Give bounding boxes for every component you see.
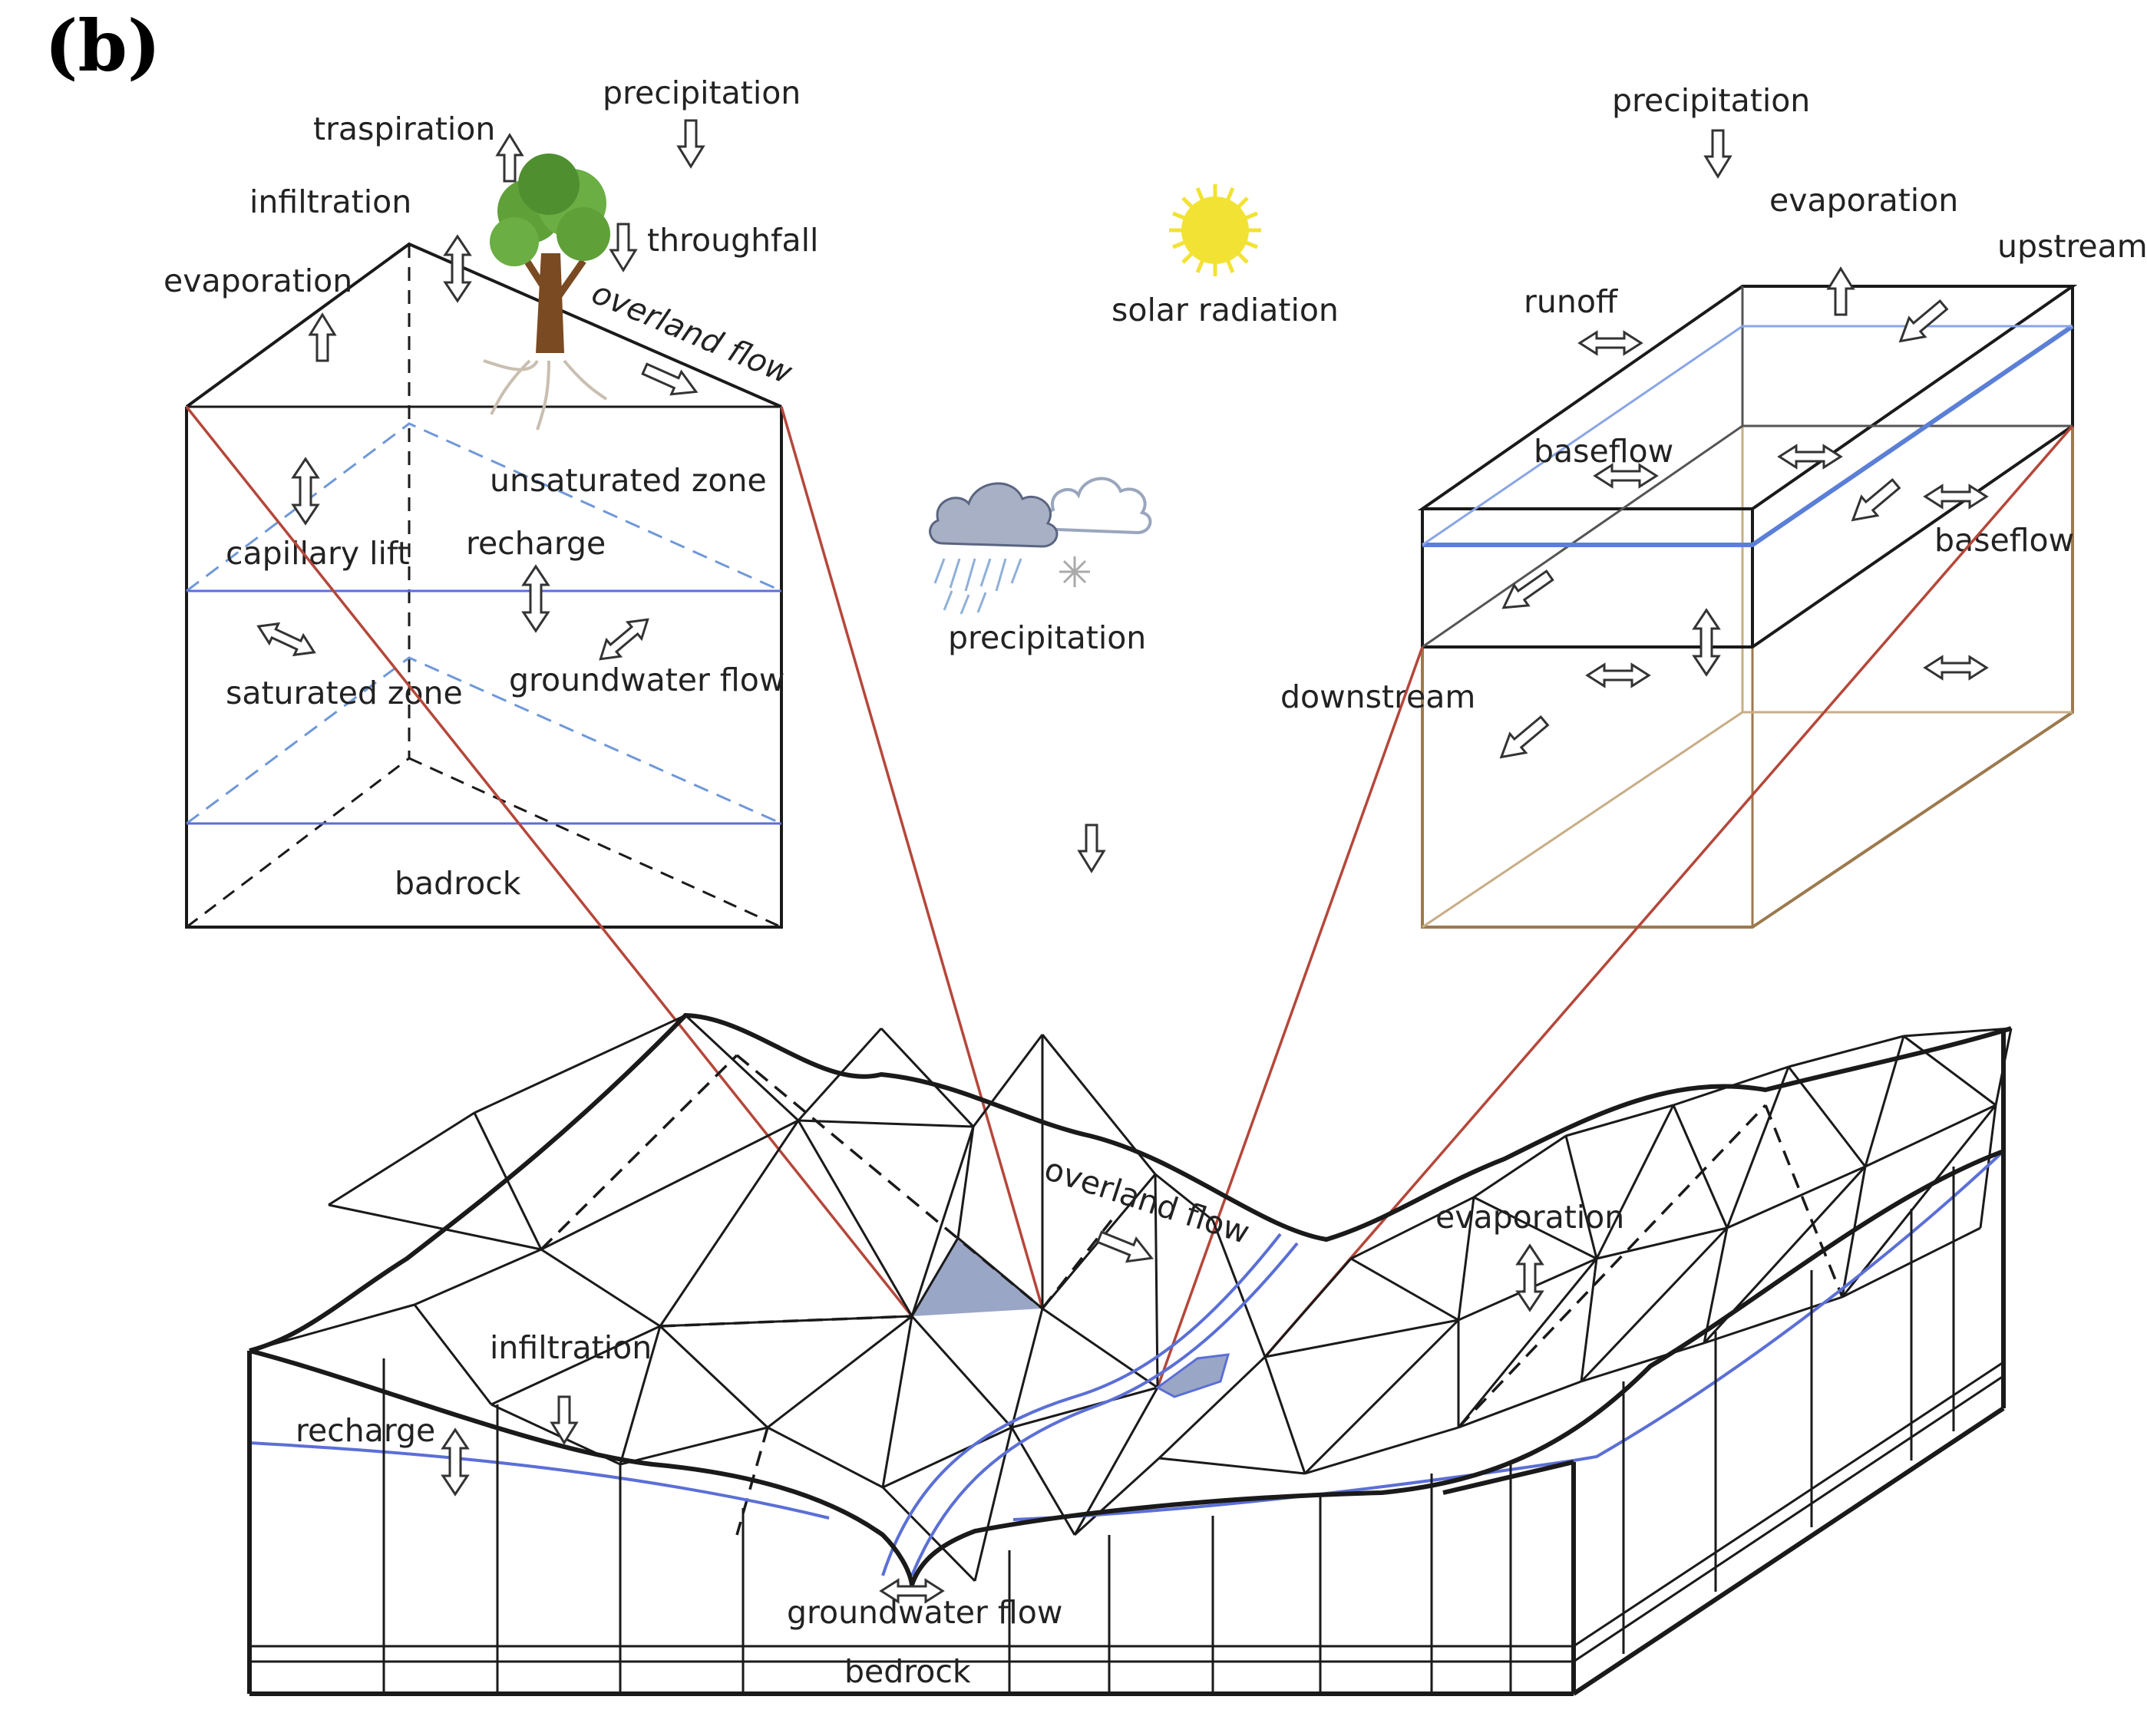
baseflow-top-label: baseflow <box>1534 433 1673 470</box>
flow-arrow-icon <box>1704 129 1732 178</box>
traspiration-label: traspiration <box>313 111 495 147</box>
upstream-label: upstream <box>1997 228 2147 265</box>
panel-label: (b) <box>45 5 160 87</box>
flow-arrow-icon <box>1094 1224 1158 1271</box>
middle-precipitation-label: precipitation <box>948 619 1146 656</box>
solar-radiation-label: solar radiation <box>1111 292 1339 328</box>
right-channel-block <box>1417 285 2078 929</box>
flow-arrow-icon <box>1078 823 1105 873</box>
flow-arrow-icon <box>1924 484 1988 509</box>
flow-arrow-icon <box>1924 655 1988 680</box>
flow-arrow-icon <box>253 615 320 664</box>
saturated-zone-label: saturated zone <box>226 675 463 711</box>
terrain-bedrock-label: bedrock <box>844 1653 971 1690</box>
flow-arrow-icon <box>1693 609 1720 676</box>
throughfall-label: throughfall <box>647 222 818 259</box>
unsaturated-zone-label: unsaturated zone <box>490 462 767 499</box>
left-hillslope-block <box>185 242 783 929</box>
tree-icon <box>483 153 610 431</box>
right-precipitation-label: precipitation <box>1612 82 1810 119</box>
flow-arrow-icon <box>1578 331 1643 355</box>
connector-lines <box>185 405 2074 1388</box>
right-evaporation-label: evaporation <box>1769 182 1958 219</box>
flow-arrow-icon <box>1891 294 1953 352</box>
left-overland-flow-label: overland flow <box>586 274 798 391</box>
flow-arrow-icon <box>592 610 656 668</box>
flow-arrow-icon <box>1586 663 1650 688</box>
flow-arrow-icon <box>1778 444 1842 469</box>
flow-arrow-icon <box>522 565 550 632</box>
flow-arrow-icon <box>496 134 524 183</box>
flow-arrow-icon <box>609 223 637 272</box>
left-evaporation-label: evaporation <box>164 262 352 299</box>
flow-arrow-icon <box>1516 1244 1544 1312</box>
terrain-groundwater-flow-label: groundwater flow <box>787 1594 1062 1631</box>
flow-arrow-icon <box>1844 473 1905 531</box>
flow-arrow-icon <box>1827 267 1855 316</box>
downstream-label: downstream <box>1280 678 1475 715</box>
left-bedrock-label: badrock <box>395 865 521 902</box>
flow-arrow-icon <box>639 356 702 404</box>
terrain-block <box>247 1012 2013 1696</box>
flow-arrow-icon <box>292 457 319 525</box>
left-infiltration-label: infiltration <box>249 183 411 220</box>
runoff-label: runoff <box>1524 283 1619 320</box>
flow-arrow-icon <box>550 1395 578 1444</box>
left-groundwater-flow-label: groundwater flow <box>509 662 784 698</box>
baseflow-right-label: baseflow <box>1934 522 2074 559</box>
flow-arrow-icon <box>677 119 705 168</box>
left-recharge-label: recharge <box>466 525 606 562</box>
terrain-infiltration-label: infiltration <box>490 1329 652 1366</box>
flow-arrow-icon <box>309 313 336 362</box>
sun-icon <box>1169 184 1261 276</box>
left-precipitation-label: precipitation <box>603 74 801 111</box>
terrain-evaporation-label: evaporation <box>1435 1199 1624 1236</box>
terrain-recharge-label: recharge <box>296 1412 435 1449</box>
flow-arrow-icon <box>441 1428 469 1496</box>
flow-arrow-icon <box>1492 710 1554 768</box>
capillary-lift-label: capillary lift <box>226 535 410 572</box>
cloud-icon <box>929 477 1152 615</box>
flow-arrow-icon <box>1495 564 1558 619</box>
